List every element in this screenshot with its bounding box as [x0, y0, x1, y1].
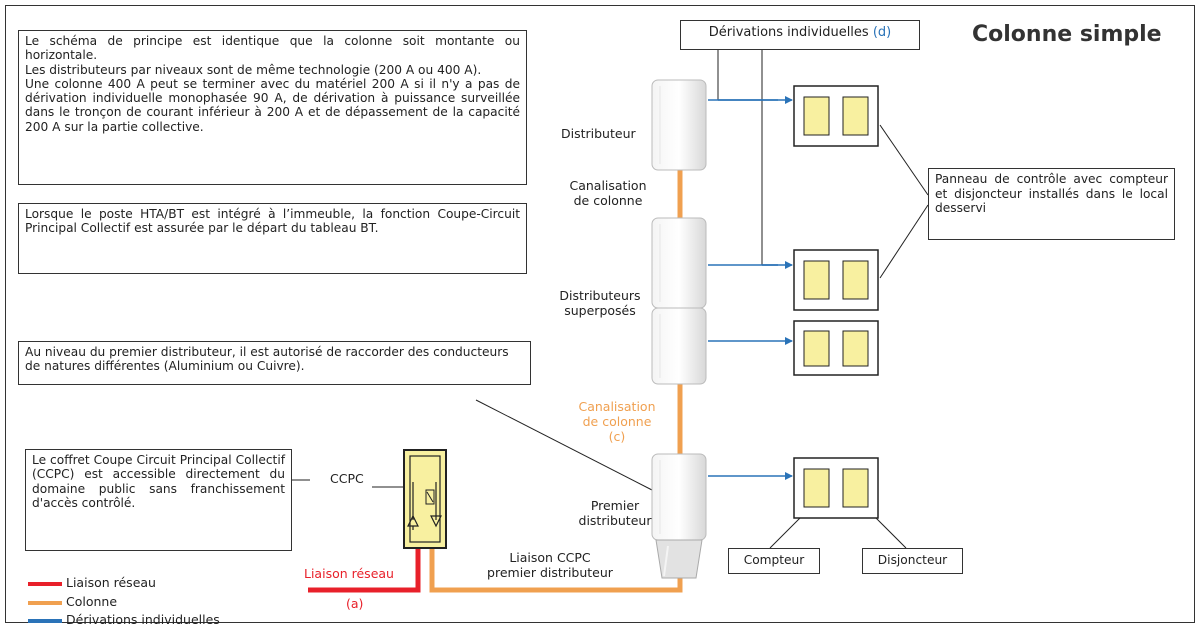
legend-swatch: [28, 618, 62, 623]
note-first-distributor: Au niveau du premier distributeur, il es…: [18, 341, 531, 385]
diagram-title: Colonne simple: [972, 22, 1162, 47]
note-ccpc: Le coffret Coupe Circuit Principal Colle…: [25, 449, 292, 551]
premier-distributeur-label: Premier distributeur: [578, 498, 652, 528]
meter-panel-2: [793, 249, 879, 311]
liaison-ccpc-label: Liaison CCPC premier distributeur: [487, 550, 613, 580]
ccpc-label: CCPC: [330, 471, 364, 486]
distributeur-label: Distributeur: [561, 126, 636, 141]
premier-distributeur-shape: [651, 453, 707, 579]
distributeur-1: [651, 79, 707, 171]
derivations-label-box: Dérivations individuelles (d): [680, 20, 920, 50]
derivations-ref: (d): [872, 25, 892, 40]
meter-panel-1: [793, 85, 879, 147]
liaison-reseau-label: Liaison réseau: [304, 566, 394, 581]
legend-colonne: Colonne: [28, 595, 117, 609]
liaison-ccpc-line: [429, 548, 683, 593]
canalisation-top-label: Canalisation de colonne: [569, 178, 647, 208]
meter-panel-4: [793, 457, 879, 519]
liaison-reseau-line: [308, 548, 421, 593]
note-principle: Le schéma de principe est identique que …: [18, 30, 527, 185]
liaison-reseau-ref: (a): [346, 596, 364, 611]
distributeurs-superposes-label: Distributeurs superposés: [559, 288, 641, 318]
compteur-box: Compteur: [728, 548, 820, 574]
diagram-frame: [5, 5, 1195, 623]
legend-reseau: Liaison réseau: [28, 576, 156, 590]
panneau-box: Panneau de contrôle avec compteur et dis…: [928, 168, 1175, 240]
legend-derivations: Dérivations individuelles: [28, 613, 220, 627]
distributeur-3: [651, 307, 707, 385]
legend-swatch: [28, 600, 62, 605]
canalisation-mid-label: Canalisation de colonne (c): [578, 399, 656, 444]
distributeur-2: [651, 217, 707, 309]
note-hta: Lorsque le poste HTA/BT est intégré à l’…: [18, 203, 527, 274]
derivations-label: Dérivations individuelles: [708, 25, 869, 40]
disjoncteur-box: Disjoncteur: [862, 548, 963, 574]
meter-panel-3: [793, 320, 879, 376]
ccpc-box: [403, 449, 447, 549]
legend-swatch: [28, 581, 62, 586]
